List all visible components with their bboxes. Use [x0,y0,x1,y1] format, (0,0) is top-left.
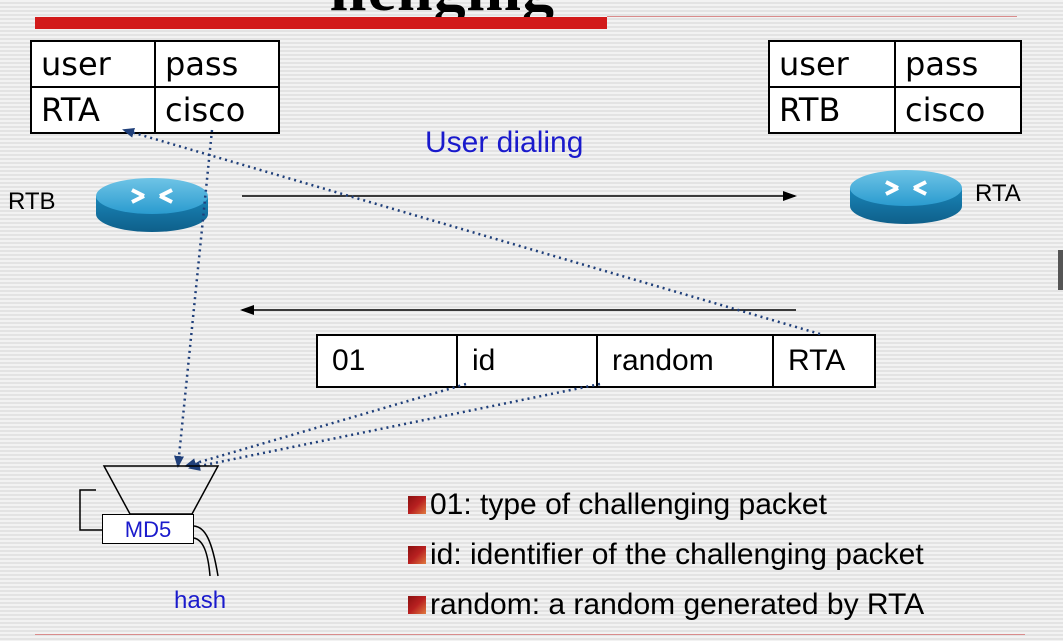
table-header-user: user [30,40,156,88]
hash-label: hash [174,587,227,614]
table-header-pass: pass [154,40,280,88]
bullet-id: id: identifier of the challenging packet [408,538,924,572]
name-lookup-dotted-arrow [122,128,821,336]
challenge-packet: 01 id random RTA [316,334,876,388]
bullet-random: random: a random generated by RTA [408,588,924,622]
left-credential-table: user pass RTA cisco [30,40,280,134]
table-cell-pass: cisco [154,86,280,134]
packet-field-type: 01 [318,336,458,386]
bullet-text: id: identifier of the challenging packet [430,538,924,571]
table-cell-user: RTA [30,86,156,134]
footer-rule [35,634,1025,635]
bullet-square-icon [408,546,426,564]
table-cell-pass: cisco [894,86,1022,134]
table-header-pass: pass [894,40,1022,88]
md5-box: MD5 [102,514,194,544]
right-router-label: RTA [975,180,1021,207]
user-dialing-label: User dialing [425,126,584,159]
right-credential-table: user pass RTB cisco [768,40,1022,134]
bullet-square-icon [408,596,426,614]
random-dotted-arrow [188,382,601,471]
table-row: RTA cisco [30,86,280,134]
packet-field-id: id [458,336,598,386]
packet-field-name: RTA [788,344,846,377]
table-row: user pass [768,40,1022,88]
side-scroll-tab [1058,250,1063,290]
table-header-user: user [768,40,896,88]
password-dotted-arrow [174,129,214,468]
bullet-text: random: a random generated by RTA [430,588,925,621]
table-cell-user: RTB [768,86,896,134]
router-icon [96,178,208,232]
table-row: user pass [30,40,280,88]
router-icon [850,170,962,224]
title-rule [607,16,1017,17]
packet-field-random: random [598,336,774,386]
table-row: RTB cisco [768,86,1022,134]
bullet-square-icon [408,496,426,514]
title-accent-bar [35,17,607,29]
bullet-type: 01: type of challenging packet [408,488,827,522]
bullet-text: 01: type of challenging packet [430,488,827,521]
left-router-label: RTB [8,188,56,215]
id-dotted-arrow [184,382,467,468]
